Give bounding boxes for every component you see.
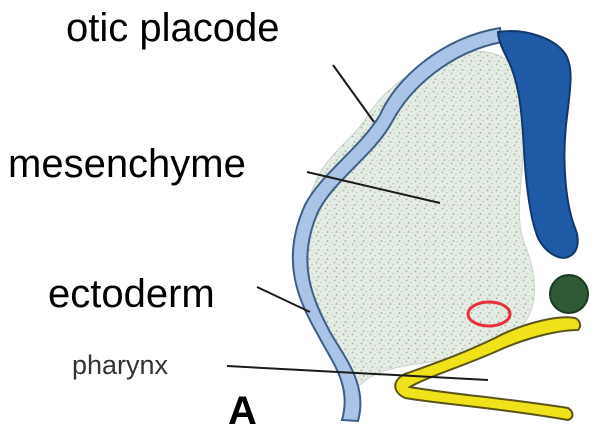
label-otic-placode: otic placode [66, 6, 279, 50]
label-mesenchyme: mesenchyme [8, 142, 246, 186]
otic-placode-leader [333, 65, 374, 122]
label-ectoderm: ectoderm [48, 272, 215, 316]
panel-label: A [228, 389, 257, 433]
notochord [550, 275, 588, 313]
label-pharynx: pharynx [72, 350, 169, 380]
